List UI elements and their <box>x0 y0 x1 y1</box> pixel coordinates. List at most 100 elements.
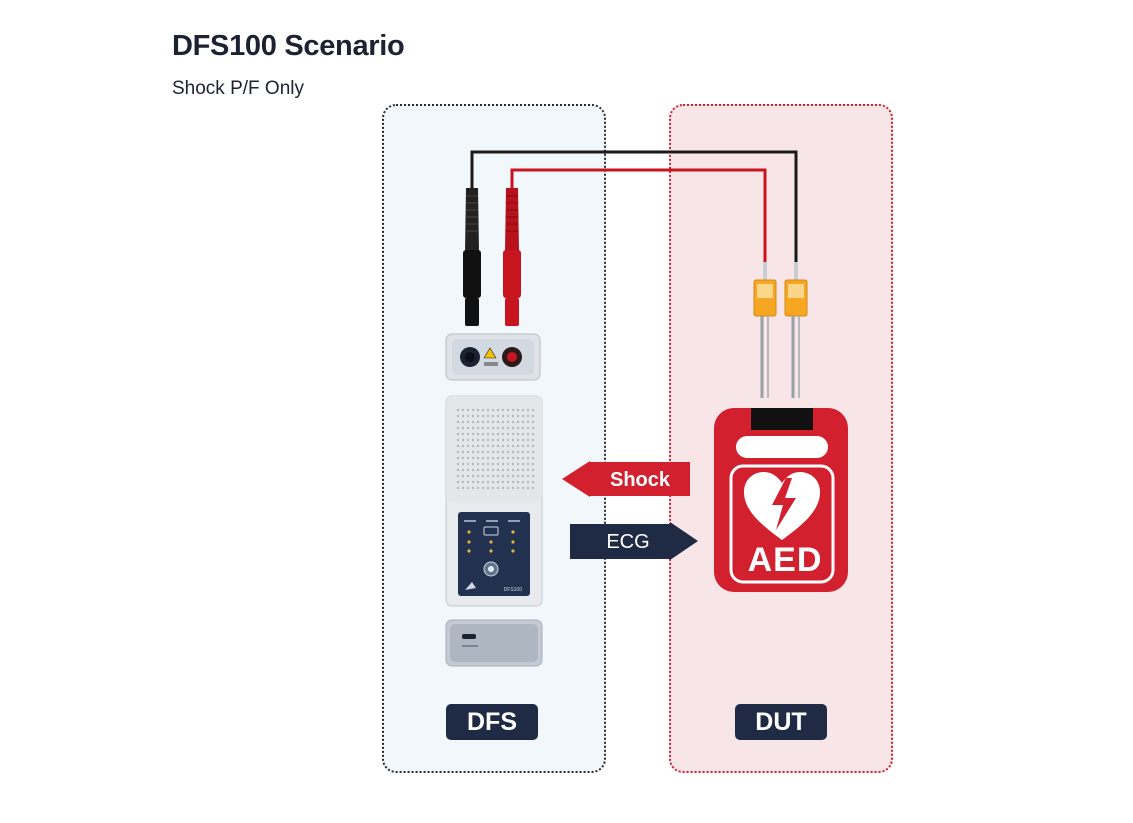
vent-hole <box>491 480 495 484</box>
vent-hole <box>456 474 460 478</box>
vent-hole <box>521 414 525 418</box>
vent-hole <box>466 420 470 424</box>
vent-hole <box>516 480 520 484</box>
vent-hole <box>511 468 515 472</box>
vent-hole <box>481 432 485 436</box>
vent-hole <box>466 456 470 460</box>
vent-hole <box>486 456 490 460</box>
wago-clip-right <box>784 262 808 398</box>
vent-hole <box>491 432 495 436</box>
vent-hole <box>511 474 515 478</box>
vent-hole <box>476 444 480 448</box>
vent-hole <box>501 456 505 460</box>
vent-hole <box>456 456 460 460</box>
vent-hole <box>511 486 515 490</box>
vent-hole <box>496 414 500 418</box>
vent-hole <box>526 480 530 484</box>
vent-hole <box>506 444 510 448</box>
vent-hole <box>491 444 495 448</box>
vent-hole <box>491 468 495 472</box>
vent-hole <box>516 444 520 448</box>
vent-hole <box>526 408 530 412</box>
red-cable <box>510 168 767 262</box>
vent-hole <box>531 462 535 466</box>
vent-hole <box>456 414 460 418</box>
vent-hole <box>521 462 525 466</box>
vent-hole <box>461 444 465 448</box>
vent-hole <box>466 474 470 478</box>
vent-hole <box>516 456 520 460</box>
vent-hole <box>511 420 515 424</box>
vent-hole <box>466 408 470 412</box>
vent-hole <box>491 474 495 478</box>
vent-hole <box>516 438 520 442</box>
vent-hole <box>521 450 525 454</box>
vent-hole <box>486 444 490 448</box>
vent-hole <box>506 414 510 418</box>
vent-hole <box>476 486 480 490</box>
vent-hole <box>506 480 510 484</box>
vent-hole <box>481 444 485 448</box>
vent-hole <box>496 474 500 478</box>
vent-hole <box>491 462 495 466</box>
vent-hole <box>486 426 490 430</box>
battery-module <box>445 619 543 667</box>
vent-hole <box>491 414 495 418</box>
vent-hole <box>501 444 505 448</box>
vent-hole <box>521 420 525 424</box>
vent-hole <box>461 450 465 454</box>
vent-hole <box>531 426 535 430</box>
vent-hole <box>501 462 505 466</box>
vent-hole <box>466 462 470 466</box>
vent-hole <box>476 480 480 484</box>
vent-hole <box>476 420 480 424</box>
vent-hole <box>456 438 460 442</box>
vent-hole <box>526 432 530 436</box>
vent-hole <box>531 450 535 454</box>
red-probe <box>503 188 521 326</box>
vent-hole <box>506 468 510 472</box>
vent-hole <box>521 468 525 472</box>
vent-hole <box>481 420 485 424</box>
vent-hole <box>496 444 500 448</box>
vent-hole <box>466 426 470 430</box>
vent-hole <box>456 450 460 454</box>
vent-hole <box>471 462 475 466</box>
vent-hole <box>531 408 535 412</box>
vent-hole <box>521 474 525 478</box>
vent-hole <box>471 450 475 454</box>
vent-hole <box>476 414 480 418</box>
vent-hole <box>486 420 490 424</box>
vent-hole <box>516 474 520 478</box>
vent-hole <box>501 438 505 442</box>
vent-hole <box>481 486 485 490</box>
vent-hole <box>501 474 505 478</box>
vent-hole <box>486 432 490 436</box>
vent-hole <box>516 420 520 424</box>
vent-hole <box>506 438 510 442</box>
vent-hole <box>516 408 520 412</box>
vent-hole <box>501 480 505 484</box>
vent-hole <box>491 486 495 490</box>
vent-hole <box>461 474 465 478</box>
vent-hole <box>486 474 490 478</box>
vent-hole <box>461 432 465 436</box>
vent-hole <box>471 468 475 472</box>
vent-hole <box>476 462 480 466</box>
vent-hole <box>456 432 460 436</box>
vent-hole <box>496 456 500 460</box>
vent-hole <box>496 450 500 454</box>
vent-hole <box>481 456 485 460</box>
vent-hole <box>486 462 490 466</box>
vent-hole <box>486 486 490 490</box>
vent-hole <box>471 486 475 490</box>
vent-hole <box>531 468 535 472</box>
vent-hole <box>466 444 470 448</box>
vent-hole <box>511 426 515 430</box>
vent-hole <box>496 438 500 442</box>
ecg-label: ECG <box>606 531 650 553</box>
vent-hole <box>456 462 460 466</box>
vent-hole <box>461 462 465 466</box>
vent-hole <box>491 456 495 460</box>
vent-hole <box>481 462 485 466</box>
